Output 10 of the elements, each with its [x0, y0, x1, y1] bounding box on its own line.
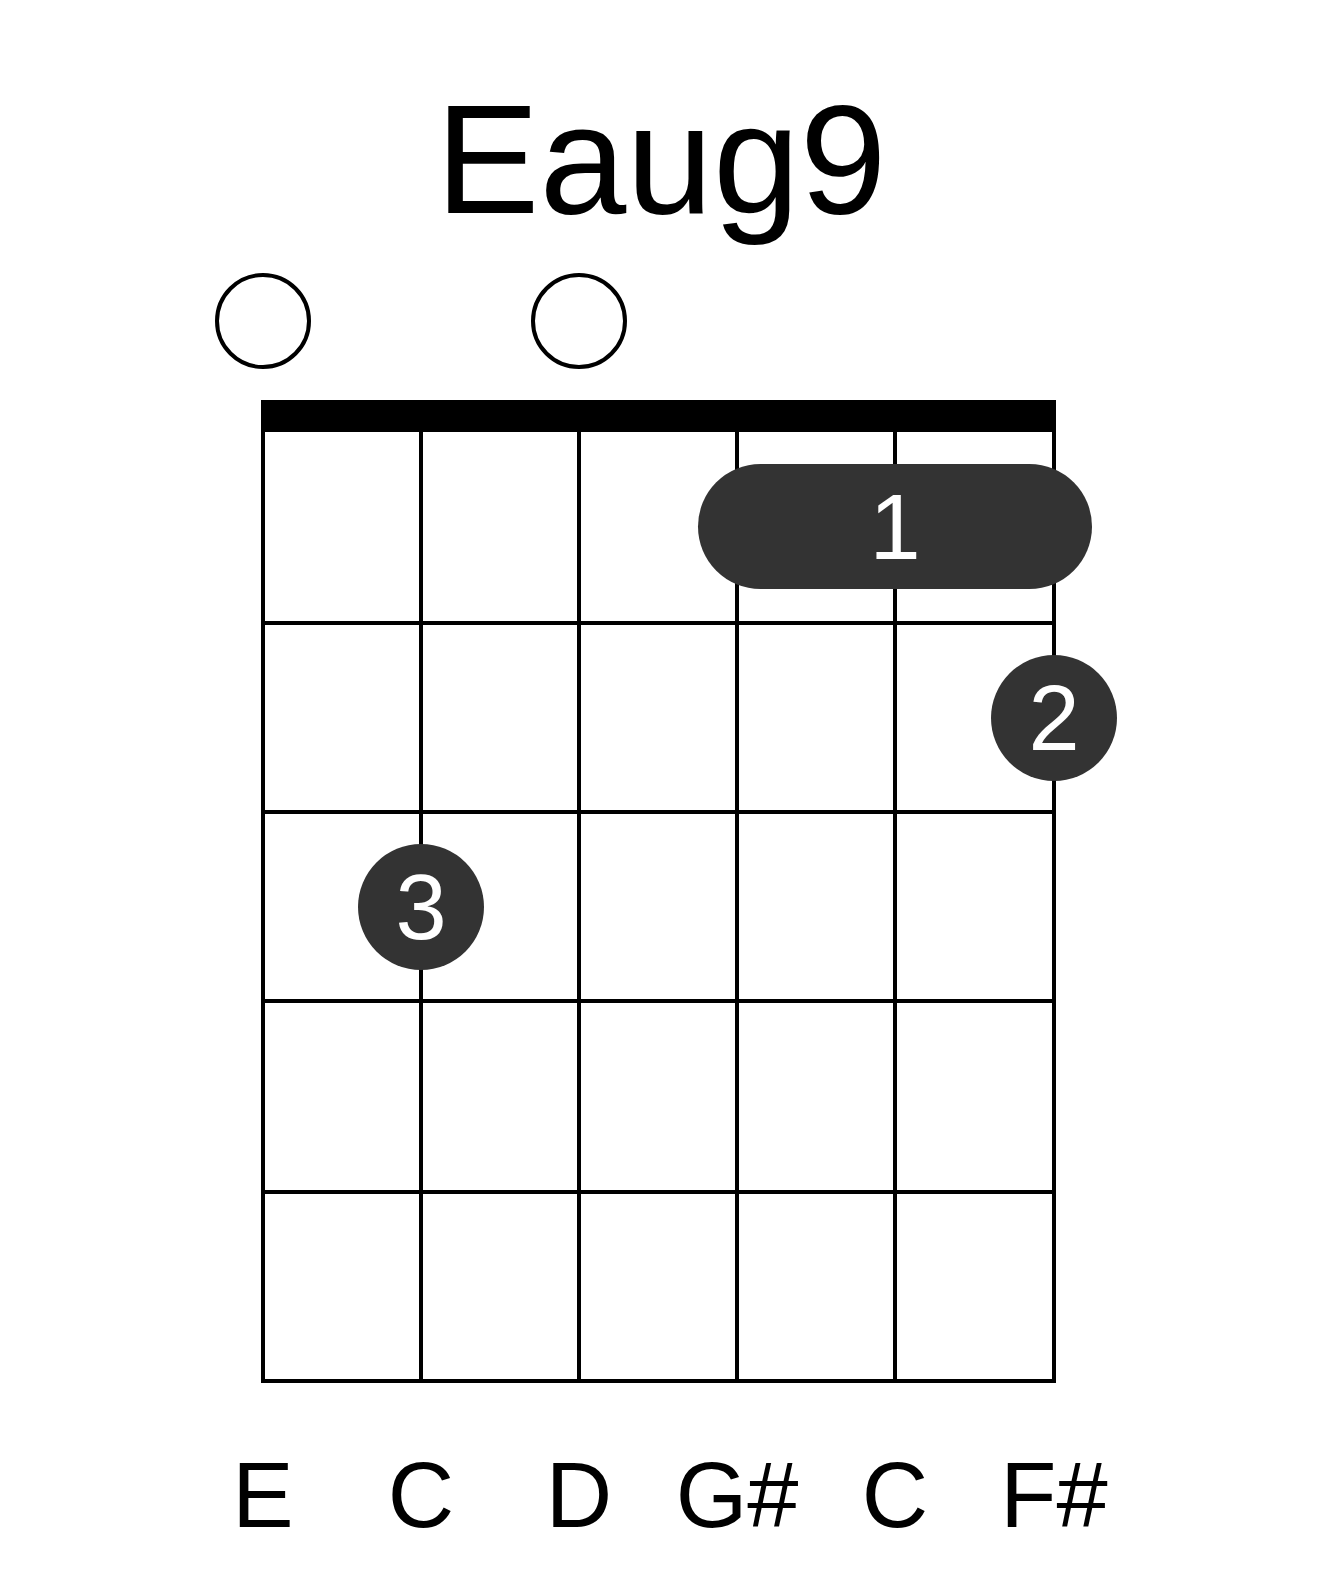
string-note-label: C	[387, 1443, 455, 1547]
finger-number: 3	[395, 855, 447, 959]
finger-number: 2	[1028, 666, 1080, 770]
string-note-label: G#	[675, 1443, 799, 1547]
chord-title: Eaug9	[434, 71, 888, 248]
finger-number: 1	[869, 474, 921, 579]
string-note-label: C	[861, 1443, 929, 1547]
string-note-label: D	[545, 1443, 613, 1547]
string-note-label: E	[232, 1443, 294, 1547]
string-note-label: F#	[1000, 1443, 1108, 1547]
